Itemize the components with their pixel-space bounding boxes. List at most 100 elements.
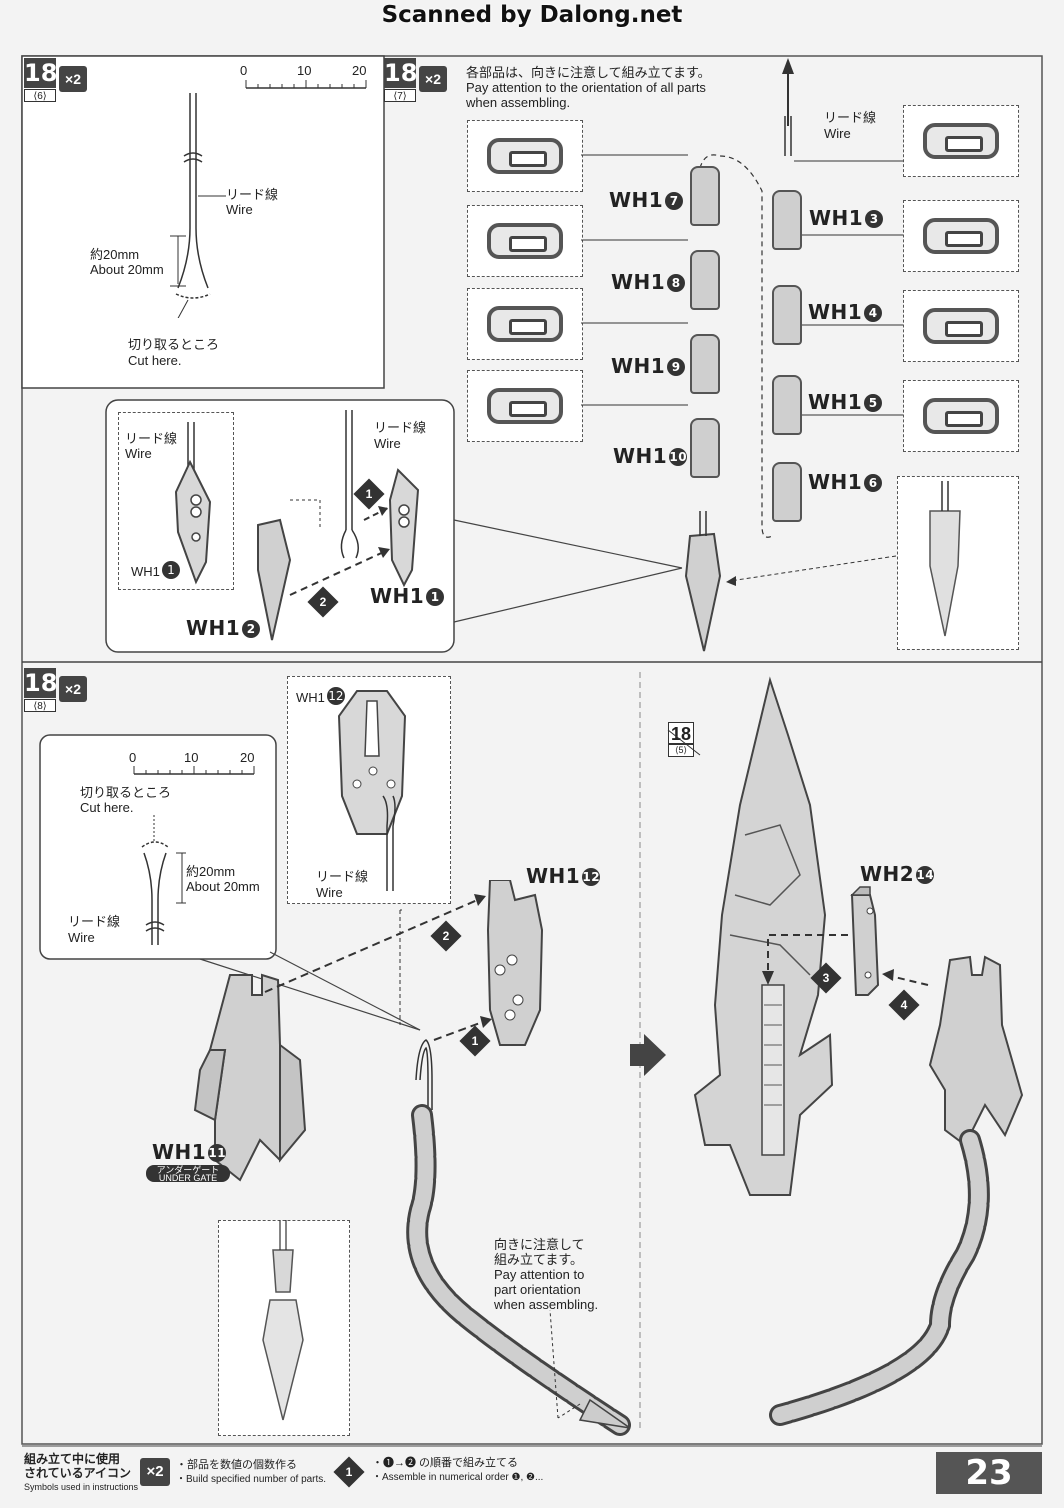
about-20mm-jp: 約20mm [90, 247, 140, 262]
step-ref-number: 18 [668, 722, 694, 744]
chain-segment-wh1-9 [690, 334, 720, 394]
wh1-1-detail-drawing [174, 422, 212, 585]
step-sub: ⟨8⟩ [24, 699, 56, 712]
part-number-badge: 2 [242, 620, 261, 638]
scale-ruler [245, 80, 367, 89]
step-header-6: 18 ⟨6⟩ ×2 [24, 58, 88, 102]
scale-20: 20 [352, 63, 367, 78]
scale-10-b: 10 [184, 750, 199, 765]
part-number-badge: 9 [667, 358, 686, 376]
cut-here-en-b: Cut here. [80, 800, 134, 815]
order-marker-3: 3 [810, 962, 842, 994]
chain-segment-wh1-5 [772, 375, 802, 435]
part-number-badge: 8 [667, 274, 686, 292]
order-marker-1: 1 [353, 478, 385, 510]
legend-title-en: Symbols used in instructions [24, 1482, 139, 1492]
part-prefix: WH1 [808, 300, 863, 324]
under-gate-badge: アンダーゲート UNDER GATE [146, 1165, 230, 1183]
orientation-note-en-2: when assembling. [466, 95, 571, 110]
wire-diagram [170, 93, 226, 318]
part-prefix: WH1 [611, 354, 666, 378]
under-gate-jp: アンダーゲート [156, 1165, 220, 1175]
orientation-view-wh1-3 [903, 105, 1019, 177]
step-number: 18 [384, 58, 418, 88]
part-prefix: WH1 [809, 206, 864, 230]
orientation-note-b-jp-2: 組み立てます。 [494, 1252, 584, 1267]
wh1-1-wire-detail [118, 412, 234, 590]
orientation-view-wh1-5 [903, 290, 1019, 362]
legend-order-jp: ・❶→❷ の順番で組み立てる [372, 1457, 519, 1469]
step-sub: ⟨6⟩ [24, 89, 56, 102]
orientation-note-b-en-3: when assembling. [494, 1297, 599, 1312]
about-20mm-jp-b: 約20mm [186, 864, 236, 879]
orientation-note-en-1: Pay attention to the orientation of all … [466, 80, 706, 95]
part-prefix: WH1 [296, 690, 325, 705]
detail-wire-en: Wire [125, 446, 152, 461]
wire-label-jp-3: リード線 [824, 110, 877, 125]
detail-wire-jp-12: リード線 [316, 869, 369, 884]
part-prefix: WH1 [526, 864, 581, 888]
orientation-view-wh1-6 [903, 380, 1019, 452]
part-number-badge: 10 [669, 448, 688, 466]
part-prefix: WH1 [370, 584, 425, 608]
multiplier-badge: ×2 [419, 66, 447, 92]
wire-chain-assembly [581, 58, 961, 652]
part-number-badge: 5 [864, 394, 883, 412]
final-assembly-drawing [667, 676, 1024, 1426]
detail-part-prefix: WH1 [131, 564, 160, 579]
wire-label-en-2: Wire [374, 436, 401, 451]
next-stage-arrow-icon [630, 1034, 666, 1076]
chain-segment-wh1-3 [772, 190, 802, 250]
scale-0-b: 0 [129, 750, 137, 765]
step-sub: ⟨7⟩ [384, 89, 416, 102]
orientation-view-wh1-9 [467, 288, 583, 360]
orientation-note-b-en-1: Pay attention to [494, 1267, 585, 1282]
wire-label-en-b: Wire [68, 930, 95, 945]
order-marker-2: 2 [307, 586, 339, 618]
detail-wire-en-12: Wire [316, 885, 343, 900]
part-prefix: WH1 [152, 1140, 207, 1164]
part-number-badge: 11 [208, 1144, 227, 1162]
wire-label-jp-b: リード線 [68, 914, 121, 929]
part-number-badge: 12 [326, 687, 345, 705]
page-number: 23 [936, 1452, 1042, 1494]
legend-title-jp-1: 組み立て中に使用 [24, 1452, 121, 1466]
part-prefix: WH1 [808, 390, 863, 414]
legend-mult-jp: ・部品を数値の個数作る [176, 1459, 297, 1471]
wire-label-jp: リード線 [226, 187, 279, 202]
multiplier-badge: ×2 [59, 66, 87, 92]
about-20mm-en-b: About 20mm [186, 879, 260, 894]
order-icon: 1 [333, 1456, 365, 1488]
part-prefix: WH1 [609, 188, 664, 212]
part-number-badge: 6 [864, 474, 883, 492]
order-marker-1-b: 1 [459, 1025, 491, 1057]
scale-10: 10 [297, 63, 312, 78]
under-gate-en: UNDER GATE [158, 1173, 218, 1183]
legend-title-jp-2: されているアイコン [24, 1466, 132, 1480]
multiplier-icon: ×2 [140, 1458, 170, 1486]
part-prefix: WH1 [613, 444, 668, 468]
legend-mult-en: ・Build specified number of parts. [176, 1474, 327, 1485]
detail-part-num: 1 [161, 561, 180, 579]
part-number-badge: 7 [665, 192, 684, 210]
cut-here-en: Cut here. [128, 353, 182, 368]
scale-ruler-b [133, 766, 255, 775]
part-number-badge: 14 [916, 866, 935, 884]
chain-segment-wh1-4 [772, 285, 802, 345]
orientation-note-b-en-2: part orientation [494, 1282, 581, 1297]
order-marker-4: 4 [888, 989, 920, 1021]
wire-cut-diagram-b [141, 815, 186, 945]
about-20mm-en: About 20mm [90, 262, 164, 277]
step-header-7: 18 ⟨7⟩ ×2 [384, 58, 448, 102]
scan-watermark: Scanned by Dalong.net [381, 2, 683, 28]
orientation-view-wh1-7 [467, 120, 583, 192]
chain-segment-wh1-7 [690, 166, 720, 226]
